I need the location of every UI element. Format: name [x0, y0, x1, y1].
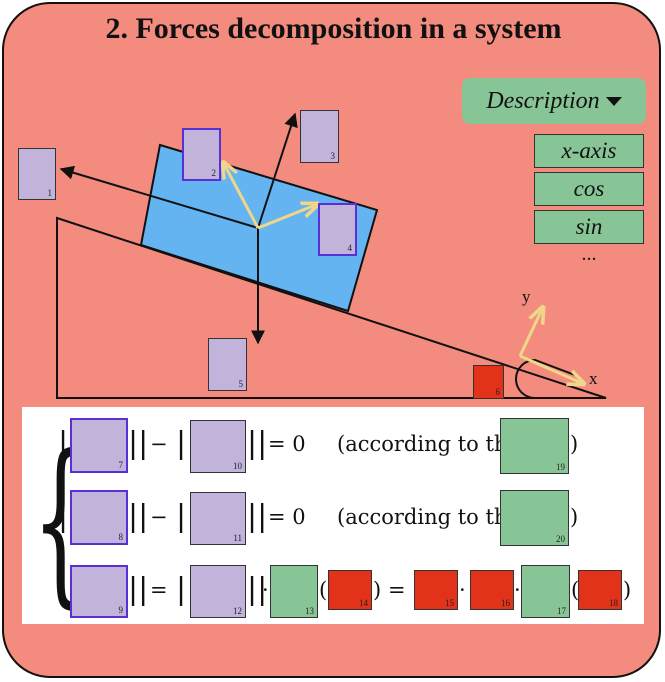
slot-20[interactable]: 20	[500, 490, 569, 546]
incline-ramp	[56, 216, 607, 399]
slot-14[interactable]: 14	[328, 570, 372, 610]
axis-x-label: x	[589, 369, 598, 388]
open-paren: (	[319, 578, 328, 602]
slot-6[interactable]: 6	[473, 365, 504, 399]
slot-5[interactable]: 5	[208, 338, 247, 391]
dot-operator: ·	[514, 578, 521, 602]
equals-zero: = 0	[268, 432, 306, 456]
slot-9[interactable]: 9	[70, 565, 128, 618]
component-arrow-y	[223, 162, 260, 229]
slot-19[interactable]: 19	[500, 418, 569, 474]
close-paren: )	[623, 578, 632, 602]
slot-15[interactable]: 15	[414, 570, 458, 610]
close-paren: )	[570, 505, 579, 529]
norm-bar: ||	[247, 426, 268, 461]
axis-y-arrow	[518, 307, 543, 357]
slot-16[interactable]: 16	[470, 570, 514, 610]
slot-8[interactable]: 8	[70, 490, 128, 545]
close-paren: )	[373, 578, 382, 602]
slot-11[interactable]: 11	[190, 492, 246, 545]
option-cos[interactable]: cos	[534, 172, 644, 206]
equals-zero: = 0	[268, 505, 306, 529]
minus-sign: −	[150, 432, 168, 456]
minus-sign: −	[150, 505, 168, 529]
norm-bar: ||	[247, 499, 268, 534]
options-ellipsis: ...	[581, 243, 597, 265]
slot-3[interactable]: 3	[300, 110, 339, 163]
dot-operator: ·	[459, 578, 466, 602]
slot-13[interactable]: 13	[270, 565, 318, 618]
option-sin[interactable]: sin	[534, 210, 644, 244]
close-paren: )	[570, 432, 579, 456]
equals-sign: =	[150, 578, 168, 602]
equals-sign: =	[388, 578, 406, 602]
slot-4[interactable]: 4	[318, 203, 357, 256]
axis-y-label: y	[522, 287, 531, 306]
option-x-axis[interactable]: x-axis	[534, 134, 644, 168]
slot-7[interactable]: 7	[70, 418, 128, 473]
norm-bar: ||	[247, 572, 268, 607]
slot-12[interactable]: 12	[190, 565, 246, 618]
force-arrow-normal	[257, 112, 298, 229]
dot-operator: ·	[262, 578, 269, 602]
according-text: (according to the	[337, 505, 520, 529]
caret-down-icon	[605, 96, 622, 106]
norm-bar: ||	[128, 572, 149, 607]
description-dropdown-button[interactable]: Description	[462, 78, 646, 124]
component-arrow-x	[257, 204, 318, 230]
according-text: (according to the	[337, 432, 520, 456]
slot-17[interactable]: 17	[521, 565, 570, 618]
norm-bar: ||	[128, 426, 149, 461]
description-label: Description	[486, 87, 600, 114]
open-paren: (	[571, 578, 580, 602]
force-arrow-parallel	[59, 165, 259, 229]
slot-1[interactable]: 1	[18, 148, 56, 200]
page-title: 2. Forces decomposition in a system	[105, 12, 562, 45]
slot-18[interactable]: 18	[578, 570, 622, 610]
slot-2[interactable]: 2	[182, 128, 221, 181]
norm-bar: ||	[128, 499, 149, 534]
slot-10[interactable]: 10	[190, 420, 246, 473]
axis-x-arrow	[519, 354, 584, 384]
